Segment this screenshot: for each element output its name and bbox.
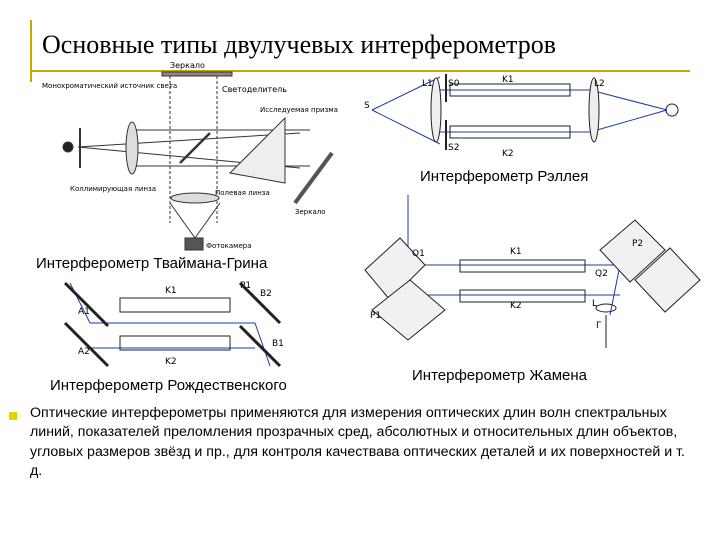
label-k2: K2 [502,149,514,159]
label-p1: P1 [240,281,251,291]
label-a1: A1 [78,307,90,317]
label-collimator: Коллимирующая линза [70,185,156,193]
caption-jamin: Интерферометр Жамена [412,367,587,384]
label-s: S [364,101,370,111]
label-l2: L2 [594,79,605,89]
bullet-square [9,412,17,420]
label-k2: K2 [165,357,177,367]
caption-rayleigh: Интерферометр Рэллея [420,168,589,185]
rozhdestvensky-diagram: A1 K1 B2 A2 K2 B1 P1 [63,281,284,368]
label-p2: P2 [632,239,643,249]
label-b2: B2 [260,289,272,299]
body-text: Оптические интерферометры применяются дл… [30,405,685,480]
caption-twyman-green: Интерферометр Тваймана-Грина [36,255,268,272]
label-l1: L1 [422,79,433,89]
label-q1: Q1 [412,249,425,259]
label-k1: K1 [502,75,514,85]
label-q2: Q2 [595,269,608,279]
label-source: Монохроматический источник света [42,82,177,90]
label-p1: P1 [370,311,381,321]
accent-line-horizontal [30,70,690,72]
rayleigh-diagram: L1 S0 K1 L2 S S2 K2 [364,74,679,159]
label-b1: B1 [272,339,284,349]
label-k1: K1 [165,286,177,296]
label-field-lens: Полевая линза [215,189,270,197]
label-splitter: Светоделитель [222,85,287,94]
label-prism: Исследуемая призма [260,106,338,114]
slide-title: Основные типы двулучевых интерферометров [42,30,556,59]
label-s2: S2 [448,143,459,153]
label-k1: K1 [510,247,522,257]
caption-rozhdestvensky: Интерферометр Рождественского [50,377,287,394]
label-s0: S0 [448,79,460,89]
twyman-green-diagram: Зеркало Монохроматический источник света… [42,61,338,251]
label-mirror-right: Зеркало [295,208,326,216]
label-camera: Фотокамера [206,242,252,250]
jamin-diagram: Q1 K1 P2 Q2 P1 K2 L Г [364,195,701,348]
label-g: Г [596,321,602,331]
accent-line-vertical [30,20,32,82]
label-l: L [592,299,597,309]
label-mirror-top: Зеркало [170,61,205,70]
label-k2: K2 [510,301,522,311]
label-a2: A2 [78,347,90,357]
